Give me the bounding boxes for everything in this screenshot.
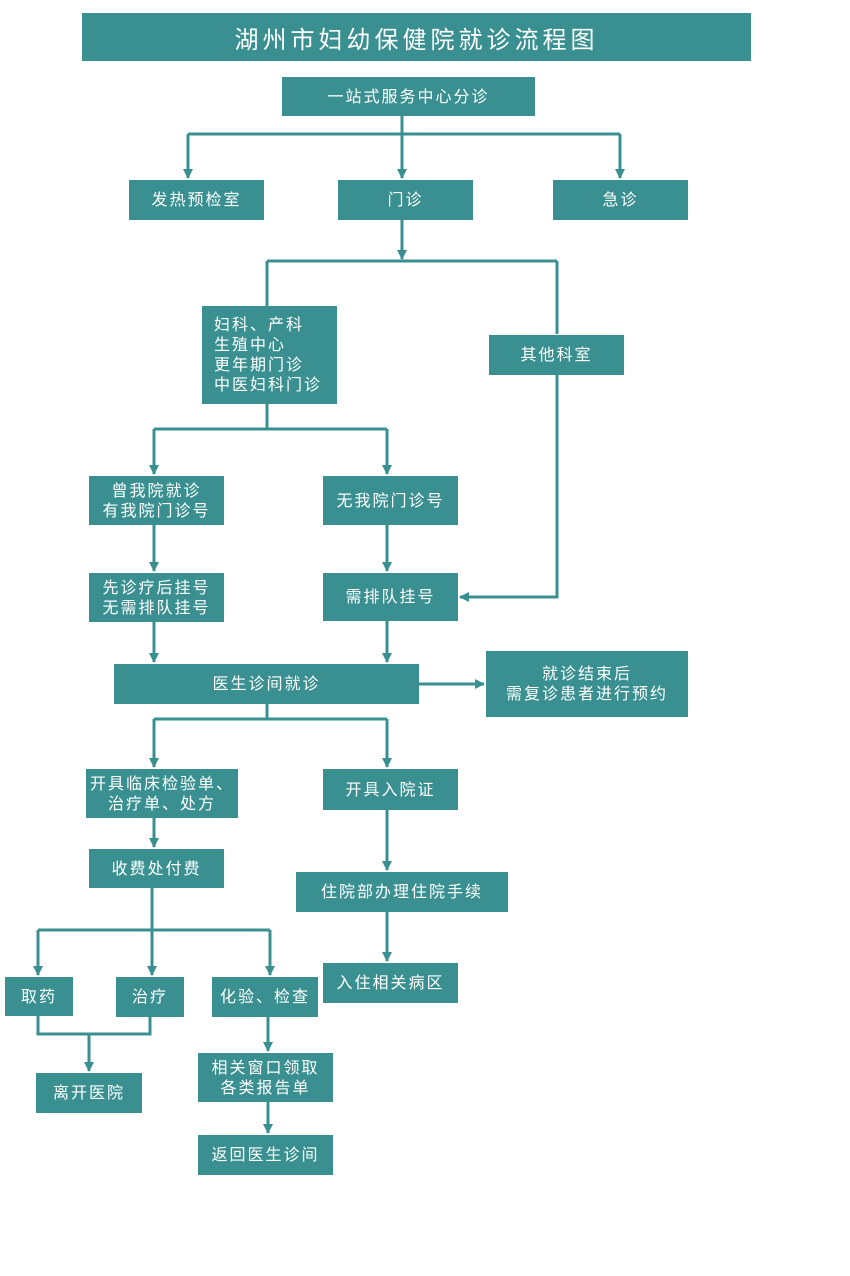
node-queue: 需排队挂号 bbox=[323, 573, 458, 621]
arrow-other-to-queue bbox=[459, 375, 559, 602]
connector-payment-split bbox=[38, 888, 270, 932]
node-admission: 开具入院证 bbox=[323, 769, 458, 810]
node-return: 返回医生诊间 bbox=[198, 1135, 333, 1175]
connector-doctor-split bbox=[154, 704, 387, 721]
node-reports: 相关窗口领取 各类报告单 bbox=[198, 1053, 333, 1102]
node-gyn: 妇科、产科 生殖中心 更年期门诊 中医妇科门诊 bbox=[202, 306, 337, 404]
node-emergency: 急诊 bbox=[553, 180, 688, 220]
node-treatment: 治疗 bbox=[116, 977, 184, 1017]
node-other: 其他科室 bbox=[489, 335, 624, 375]
node-treat-first: 先诊疗后挂号 无需排队挂号 bbox=[89, 573, 224, 622]
connector-triage-split bbox=[188, 116, 620, 136]
node-tests: 化验、检查 bbox=[212, 977, 318, 1017]
connector-to-leave bbox=[36, 1016, 152, 1036]
node-payment: 收费处付费 bbox=[89, 849, 224, 888]
node-no-number: 无我院门诊号 bbox=[323, 476, 458, 525]
node-ward: 入住相关病区 bbox=[323, 963, 458, 1003]
page-title: 湖州市妇幼保健院就诊流程图 bbox=[82, 13, 751, 61]
connector-gyn-split bbox=[154, 404, 387, 431]
node-leave: 离开医院 bbox=[36, 1073, 142, 1113]
node-inpatient-proc: 住院部办理住院手续 bbox=[296, 872, 508, 912]
node-has-number: 曾我院就诊 有我院门诊号 bbox=[89, 476, 224, 525]
node-triage: 一站式服务中心分诊 bbox=[282, 77, 535, 116]
node-prescribe: 开具临床检验单、 治疗单、处方 bbox=[86, 769, 238, 818]
node-followup: 就诊结束后 需复诊患者进行预约 bbox=[486, 651, 688, 717]
node-fever: 发热预检室 bbox=[129, 180, 264, 220]
node-doctor: 医生诊间就诊 bbox=[114, 664, 419, 704]
node-outpatient: 门诊 bbox=[338, 180, 473, 220]
node-medicine: 取药 bbox=[5, 977, 73, 1016]
